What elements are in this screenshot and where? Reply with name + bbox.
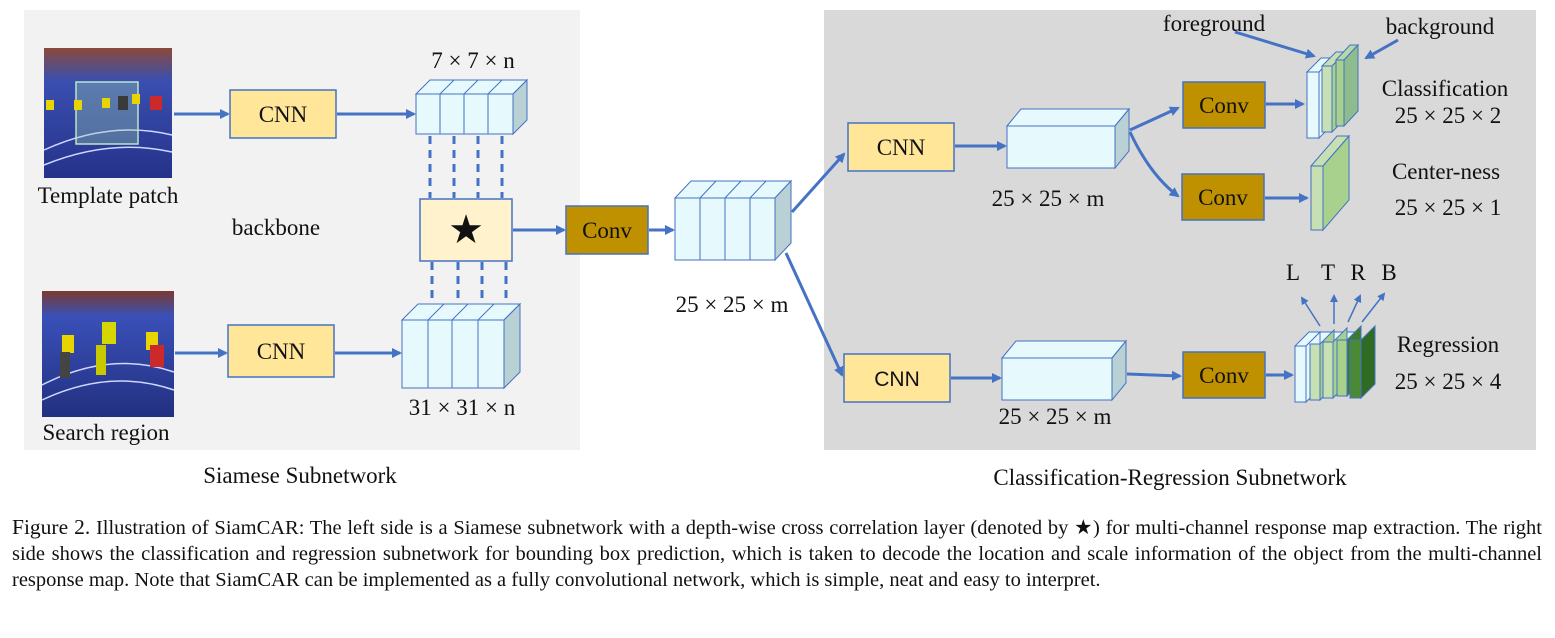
star-icon: ★ xyxy=(448,208,484,252)
siamese-subnetwork-title: Siamese Subnetwork xyxy=(203,463,397,488)
conv-box-cen-label: Conv xyxy=(1198,185,1248,210)
arrow-foreground xyxy=(1234,30,1316,59)
feature-tensor-search xyxy=(400,302,522,390)
ltrb-label-r: R xyxy=(1350,260,1366,285)
cnn-box-head-top-label: CNN xyxy=(877,135,926,160)
template-patch-label: Template patch xyxy=(38,183,179,208)
centerness-dims: 25 × 25 × 1 xyxy=(1395,195,1501,220)
feature-tensor-cls xyxy=(1005,107,1131,170)
backbone-label: backbone xyxy=(232,215,320,240)
correlation-connectors xyxy=(428,136,508,302)
ltrb-label-t: T xyxy=(1321,260,1335,285)
cnn-box-search xyxy=(227,324,335,378)
arrow-response-to-cnn-bottom xyxy=(784,252,844,377)
template-patch-image xyxy=(43,48,173,178)
response-map-dims: 25 × 25 × m xyxy=(676,292,789,317)
centerness-output-tensor xyxy=(1309,134,1351,232)
classification-regression-title: Classification-Regression Subnetwork xyxy=(993,465,1347,490)
arrow-feat-to-conv-reg xyxy=(1126,370,1182,381)
feature-cls-dims: 25 × 25 × m xyxy=(992,186,1105,211)
arrow-background xyxy=(1364,38,1399,60)
feature-tensor-reg xyxy=(1000,339,1128,402)
figure-caption: Figure 2. Illustration of SiamCAR: The l… xyxy=(12,514,1542,593)
cnn-box-head-bottom xyxy=(843,353,951,403)
search-region-image xyxy=(41,291,175,417)
ltrb-label-l: L xyxy=(1286,260,1300,285)
cnn-box-head-bottom-label: CNN xyxy=(874,368,920,391)
conv-box-cls-label: Conv xyxy=(1199,93,1249,118)
search-region-label: Search region xyxy=(42,420,170,445)
regression-label: Regression xyxy=(1397,332,1500,357)
conv-box-reg-label: Conv xyxy=(1199,363,1249,388)
conv-box-reg xyxy=(1182,351,1266,399)
arrow-feat-to-conv-cen xyxy=(1128,131,1180,198)
conv-box-middle-label: Conv xyxy=(582,218,632,243)
feature-bottom-dims: 31 × 31 × n xyxy=(409,395,516,420)
conv-box-middle xyxy=(565,205,649,255)
centerness-label: Center-ness xyxy=(1392,159,1500,184)
caption-text: Illustration of SiamCAR: The left side i… xyxy=(12,517,1542,591)
response-map-tensor xyxy=(673,179,793,262)
classification-output-tensor xyxy=(1305,43,1360,140)
depthwise-correlation-box xyxy=(419,198,513,262)
classification-dims: 25 × 25 × 2 xyxy=(1395,103,1501,128)
arrow-feat-to-conv-cls xyxy=(1129,106,1180,132)
siamcar-diagram: Template patch Search region backbone Si… xyxy=(24,10,1536,490)
ltrb-arrow-r xyxy=(1347,294,1362,323)
cnn-box-template-label: CNN xyxy=(259,102,308,127)
cnn-box-template xyxy=(229,89,337,139)
ltrb-label-b: B xyxy=(1381,260,1396,285)
cnn-box-search-label: CNN xyxy=(257,339,306,364)
figure-number: Figure 2. xyxy=(12,515,91,539)
ltrb-arrow-l xyxy=(1300,296,1321,327)
feature-top-dims: 7 × 7 × n xyxy=(431,48,515,73)
ltrb-arrow-b xyxy=(1361,292,1386,323)
foreground-label: foreground xyxy=(1163,11,1266,36)
regression-dims: 25 × 25 × 4 xyxy=(1395,369,1502,394)
feature-tensor-template xyxy=(414,78,529,136)
classification-label: Classification xyxy=(1382,76,1509,101)
cnn-box-head-top xyxy=(847,122,955,172)
arrow-response-to-cnn-top xyxy=(790,152,846,214)
regression-output-tensor xyxy=(1293,324,1376,404)
conv-box-cen xyxy=(1181,173,1265,221)
feature-reg-dims: 25 × 25 × m xyxy=(999,404,1112,429)
background-label: background xyxy=(1386,14,1495,39)
conv-box-cls xyxy=(1182,81,1266,129)
